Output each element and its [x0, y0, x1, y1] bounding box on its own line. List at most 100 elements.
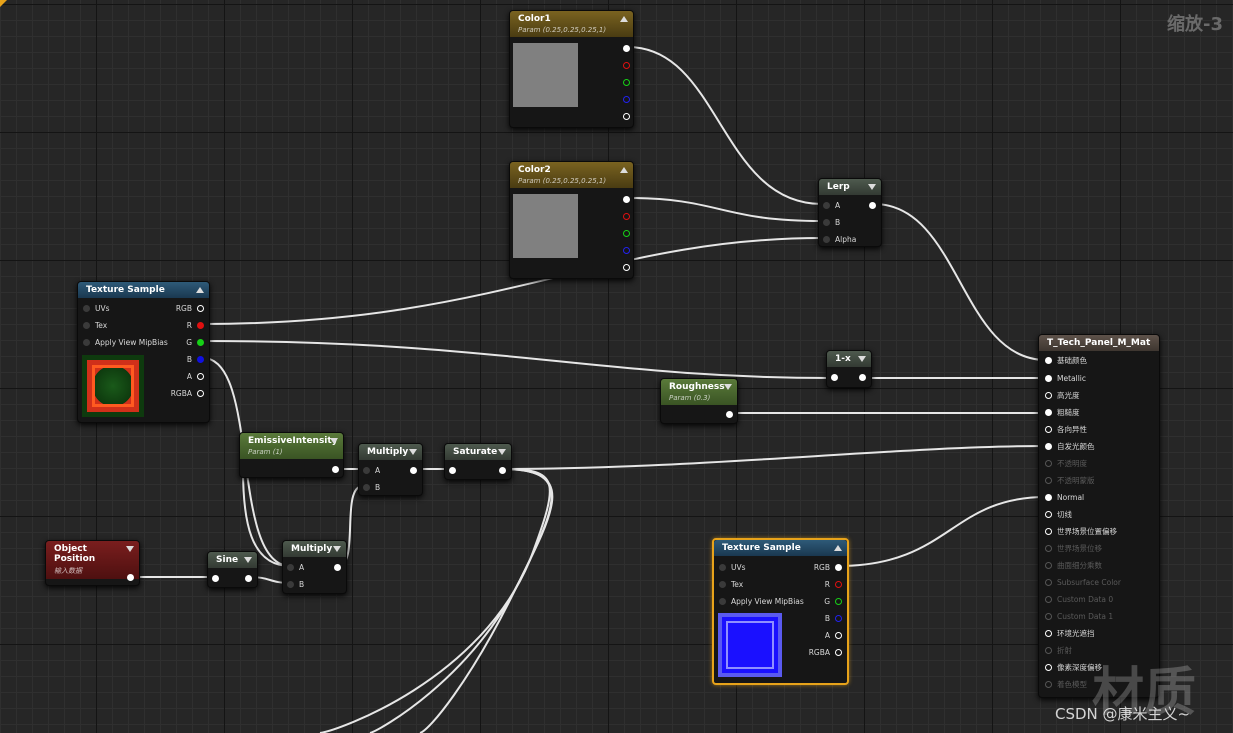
expand-arrow-icon[interactable]	[868, 184, 876, 190]
pin-icon[interactable]	[623, 79, 630, 86]
sine-header[interactable]: Sine	[208, 552, 257, 568]
pin-icon[interactable]	[1045, 613, 1052, 620]
pin-icon[interactable]	[726, 411, 733, 418]
material-in-opacity-mask[interactable]: 不透明蒙版	[1045, 476, 1095, 486]
saturate-node[interactable]: Saturate	[444, 443, 512, 480]
expand-arrow-icon[interactable]	[244, 557, 252, 563]
texture-sample-2-out-rgb[interactable]: RGB	[814, 563, 842, 573]
multiply-1-in-b[interactable]: B	[363, 483, 380, 493]
roughness-header[interactable]: Roughness Param (0.3)	[661, 379, 737, 405]
pin-icon[interactable]	[623, 230, 630, 237]
pin-icon[interactable]	[823, 219, 830, 226]
expand-arrow-icon[interactable]	[498, 449, 506, 455]
pin-icon[interactable]	[197, 305, 204, 312]
pin-icon[interactable]	[245, 575, 252, 582]
texture-sample-out-rgb[interactable]: RGB	[176, 304, 204, 314]
texture-sample-node[interactable]: Texture Sample UVs Tex Apply View MipBia…	[77, 281, 210, 423]
color1-node[interactable]: Color1 Param (0.25,0.25,0.25,1)	[509, 10, 634, 128]
collapse-arrow-icon[interactable]	[620, 16, 628, 22]
pin-icon[interactable]	[623, 96, 630, 103]
pin-icon[interactable]	[835, 649, 842, 656]
pin-icon[interactable]	[212, 575, 219, 582]
pin-icon[interactable]	[197, 390, 204, 397]
pin-icon[interactable]	[835, 615, 842, 622]
pin-icon[interactable]	[1045, 562, 1052, 569]
one-minus-node[interactable]: 1-x	[826, 350, 872, 388]
pin-icon[interactable]	[363, 484, 370, 491]
pin-icon[interactable]	[835, 598, 842, 605]
pin-icon[interactable]	[1045, 392, 1052, 399]
pin-icon[interactable]	[831, 374, 838, 381]
collapse-arrow-icon[interactable]	[196, 287, 204, 293]
material-in-refraction[interactable]: 折射	[1045, 646, 1072, 656]
material-in-normal[interactable]: Normal	[1045, 493, 1084, 503]
pin-icon[interactable]	[1045, 494, 1052, 501]
material-in-pixel-depth-offset[interactable]: 像素深度偏移	[1045, 663, 1102, 673]
material-in-custom-data-0[interactable]: Custom Data 0	[1045, 595, 1113, 605]
material-output-header[interactable]: T_Tech_Panel_M_Mat	[1039, 335, 1159, 351]
expand-arrow-icon[interactable]	[409, 449, 417, 455]
material-in-base-color[interactable]: 基础颜色	[1045, 356, 1087, 366]
material-in-metallic[interactable]: Metallic	[1045, 374, 1086, 384]
texture-sample-header[interactable]: Texture Sample	[78, 282, 209, 298]
pin-icon[interactable]	[1045, 647, 1052, 654]
pin-icon[interactable]	[859, 374, 866, 381]
material-in-subsurface-color[interactable]: Subsurface Color	[1045, 578, 1121, 588]
pin-icon[interactable]	[623, 45, 630, 52]
multiply-1-header[interactable]: Multiply	[359, 444, 422, 460]
pin-icon[interactable]	[719, 598, 726, 605]
material-in-anisotropy[interactable]: 各向异性	[1045, 425, 1087, 435]
pin-icon[interactable]	[287, 581, 294, 588]
lerp-in-alpha[interactable]: Alpha	[823, 235, 856, 245]
expand-arrow-icon[interactable]	[724, 384, 732, 390]
pin-icon[interactable]	[823, 202, 830, 209]
sine-node[interactable]: Sine	[207, 551, 258, 588]
pin-icon[interactable]	[1045, 630, 1052, 637]
texture-sample-2-out-g[interactable]: G	[824, 597, 842, 607]
pin-icon[interactable]	[823, 236, 830, 243]
pin-icon[interactable]	[1045, 357, 1052, 364]
pin-icon[interactable]	[1045, 579, 1052, 586]
material-in-tessellation-multiplier[interactable]: 曲面细分乘数	[1045, 561, 1102, 571]
pin-icon[interactable]	[835, 581, 842, 588]
color1-header[interactable]: Color1 Param (0.25,0.25,0.25,1)	[510, 11, 633, 37]
roughness-node[interactable]: Roughness Param (0.3)	[660, 378, 738, 424]
material-in-ambient-occlusion[interactable]: 环境光遮挡	[1045, 629, 1095, 639]
pin-icon[interactable]	[835, 632, 842, 639]
pin-icon[interactable]	[1045, 477, 1052, 484]
pin-icon[interactable]	[869, 202, 876, 209]
pin-icon[interactable]	[623, 62, 630, 69]
lerp-in-a[interactable]: A	[823, 201, 840, 211]
multiply-2-in-b[interactable]: B	[287, 580, 304, 590]
collapse-arrow-icon[interactable]	[834, 545, 842, 551]
texture-sample-in-tex[interactable]: Tex	[83, 321, 107, 331]
pin-icon[interactable]	[197, 373, 204, 380]
pin-icon[interactable]	[835, 564, 842, 571]
pin-icon[interactable]	[332, 466, 339, 473]
texture-sample-out-g[interactable]: G	[186, 338, 204, 348]
pin-icon[interactable]	[83, 339, 90, 346]
pin-icon[interactable]	[1045, 664, 1052, 671]
material-in-emissive[interactable]: 自发光颜色	[1045, 442, 1095, 452]
pin-icon[interactable]	[287, 564, 294, 571]
pin-icon[interactable]	[197, 339, 204, 346]
multiply-2-header[interactable]: Multiply	[283, 541, 346, 557]
pin-icon[interactable]	[1045, 409, 1052, 416]
texture-sample-2-out-r[interactable]: R	[825, 580, 842, 590]
texture-sample-2-in-mipbias[interactable]: Apply View MipBias	[719, 597, 804, 607]
pin-icon[interactable]	[623, 196, 630, 203]
multiply-node-1[interactable]: Multiply A B	[358, 443, 423, 496]
emissive-intensity-node[interactable]: EmissiveIntensity Param (1)	[239, 432, 344, 478]
collapse-arrow-icon[interactable]	[620, 167, 628, 173]
pin-icon[interactable]	[1045, 528, 1052, 535]
material-output-node[interactable]: T_Tech_Panel_M_Mat 基础颜色 Metallic 高光度 粗糙度…	[1038, 334, 1160, 698]
texture-sample-in-mipbias[interactable]: Apply View MipBias	[83, 338, 168, 348]
pin-icon[interactable]	[334, 564, 341, 571]
object-position-header[interactable]: Object Position 输入数据	[46, 541, 139, 579]
expand-arrow-icon[interactable]	[126, 546, 134, 552]
pin-icon[interactable]	[197, 322, 204, 329]
lerp-node[interactable]: Lerp A B Alpha	[818, 178, 882, 247]
material-in-custom-data-1[interactable]: Custom Data 1	[1045, 612, 1113, 622]
texture-sample-out-rgba[interactable]: RGBA	[171, 389, 204, 399]
pin-icon[interactable]	[1045, 596, 1052, 603]
